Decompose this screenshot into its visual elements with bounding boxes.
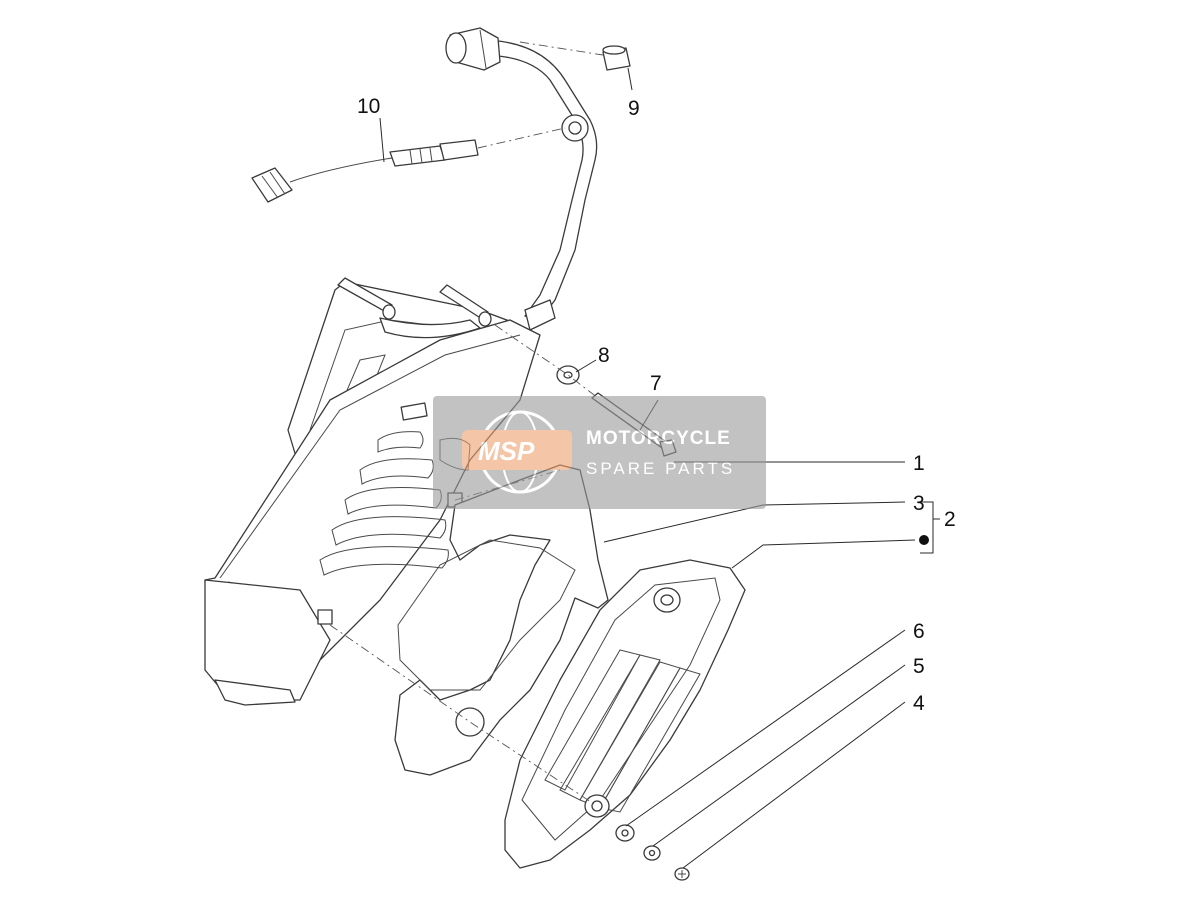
logo-badge (462, 430, 572, 470)
watermark-background (433, 396, 766, 509)
lambda-sensor-part-10 (251, 139, 479, 203)
washer-part-5 (643, 845, 661, 861)
grommet-part-6 (615, 824, 635, 842)
watermark-line-2: SPARE PARTS (586, 459, 735, 478)
exhaust-pipe (445, 27, 598, 331)
callout-7: 7 (650, 372, 662, 395)
callout-4: 4 (913, 692, 925, 715)
screw-part-4 (674, 867, 690, 881)
sleeve-part-9 (602, 45, 631, 71)
callout-8: 8 (598, 344, 610, 367)
heat-shield-cover-part-2 (504, 559, 746, 869)
callout-labels: 1 2 3 4 5 6 7 8 9 10 (357, 95, 956, 715)
callout-9: 9 (628, 97, 640, 120)
callout-2: 2 (944, 508, 956, 531)
assembly-lines (329, 41, 604, 807)
callout-5: 5 (913, 655, 925, 678)
watermark: MSP MOTORCYCLE SPARE PARTS (433, 396, 766, 509)
callout-6: 6 (913, 620, 925, 643)
muffler-assembly (204, 277, 541, 706)
heat-shield-plate-part-3 (394, 464, 609, 776)
watermark-line-1: MOTORCYCLE (586, 428, 731, 449)
bullet-marker (919, 535, 929, 545)
callout-3: 3 (913, 492, 925, 515)
callout-1: 1 (913, 452, 925, 475)
callout-10: 10 (357, 95, 380, 118)
watermark-logo: MSP (478, 436, 535, 466)
